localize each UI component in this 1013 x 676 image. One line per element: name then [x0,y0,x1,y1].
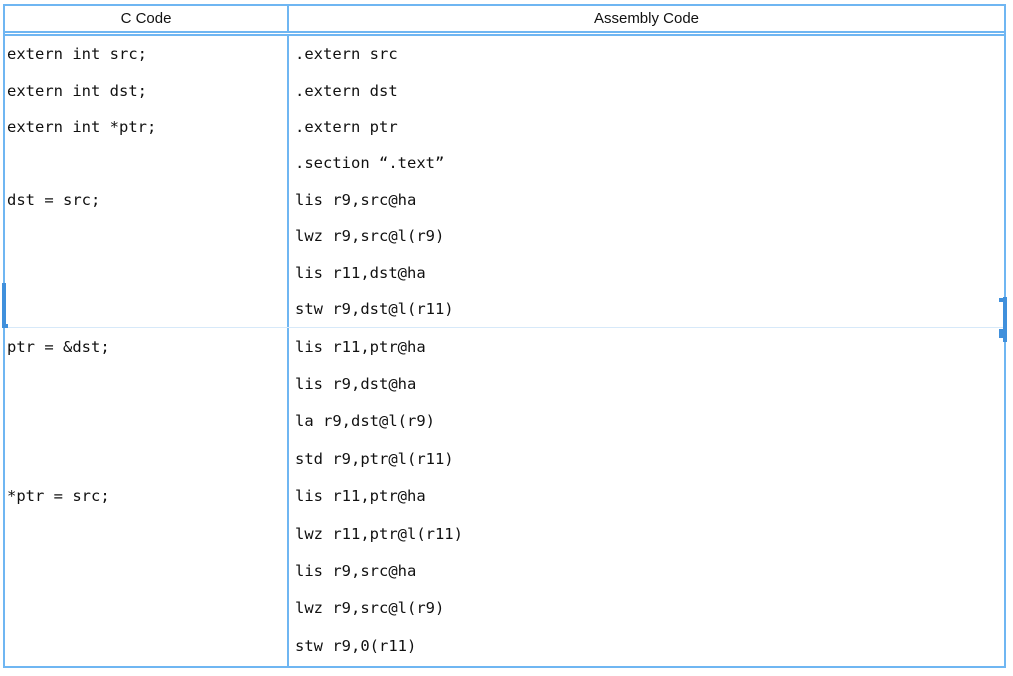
c-code-line [7,627,287,664]
table-header-row: C Code Assembly Code [5,6,1004,33]
c-code-line [7,218,287,254]
assembly-code-line: stw r9,0(r11) [295,636,417,655]
assembly-code-line: stw r9,dst@l(r11) [295,299,454,318]
assembly-code-line: .extern dst [295,81,398,100]
column-divider [287,36,289,327]
c-code-line [7,365,287,402]
assembly-code-line: .extern src [295,45,398,64]
row-divider-line [5,327,1004,328]
assembly-code-line: la r9,dst@l(r9) [295,412,435,431]
c-code-line [7,552,287,589]
assembly-code-line: lis r9,src@ha [295,562,417,581]
assembly-code-line: lis r11,dst@ha [295,263,426,282]
border-artifact-right-tick [999,329,1004,338]
c-code-line [7,254,287,290]
c-code-line [7,515,287,552]
assembly-code-line: lis r9,dst@ha [295,375,417,394]
header-assembly-code: Assembly Code [593,10,700,27]
c-code-line: ptr = &dst; [7,337,110,356]
assembly-code-cell: .extern src .extern dst .extern ptr .sectio… [289,36,1004,327]
assembly-code-line: std r9,ptr@l(r11) [295,449,454,468]
c-code-cell: ptr = &dst; *ptr = src; [5,328,287,666]
assembly-code-line: lis r9,src@ha [295,190,417,209]
c-code-cell: extern int src; extern int dst; extern int… [5,36,287,327]
c-code-line: *ptr = src; [7,487,110,506]
c-code-line [7,590,287,627]
assembly-code-line: .extern ptr [295,117,398,136]
c-code-line [7,291,287,327]
assembly-code-line: lis r11,ptr@ha [295,487,426,506]
assembly-code-cell: lis r11,ptr@ha lis r9,dst@ha la r9,dst@l(r… [289,328,1004,666]
assembly-code-line: lwz r9,src@l(r9) [295,227,445,246]
border-artifact-left-tick [2,324,8,328]
border-artifact-right [1003,297,1007,342]
border-artifact-left [2,283,6,324]
table-body: extern int src; extern int dst; extern int… [5,36,1004,666]
table-row-1: extern int src; extern int dst; extern int… [5,36,1004,327]
assembly-code-line: .section “.text” [295,154,445,173]
c-code-line [7,440,287,477]
c-code-line: extern int dst; [7,81,147,100]
column-divider [287,328,289,666]
assembly-code-line: lis r11,ptr@ha [295,337,426,356]
c-code-line: extern int *ptr; [7,117,157,136]
header-double-rule [5,33,1004,36]
c-code-line [7,403,287,440]
c-code-line: extern int src; [7,45,147,64]
header-c-code: C Code [120,10,172,27]
border-artifact-right-tick [999,298,1004,302]
assembly-code-line: lwz r11,ptr@l(r11) [295,524,463,543]
column-divider [287,6,289,31]
assembly-code-line: lwz r9,src@l(r9) [295,599,445,618]
c-code-line: dst = src; [7,190,101,209]
c-code-line [7,145,287,181]
code-comparison-table: C Code Assembly Code extern int src;exte… [3,4,1006,668]
